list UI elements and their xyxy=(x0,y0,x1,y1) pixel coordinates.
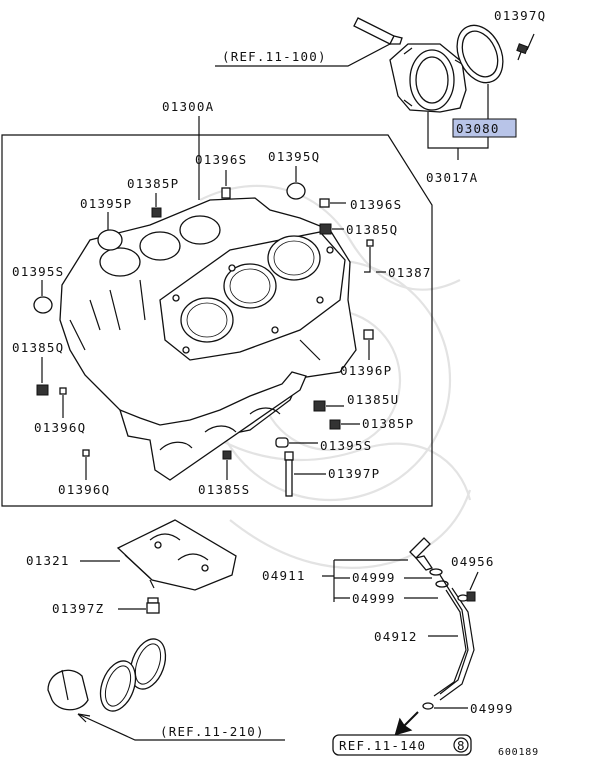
plug-01385P-top-part[interactable] xyxy=(151,207,162,218)
plug-01395Q-part[interactable] xyxy=(286,182,306,200)
part-01396P-label[interactable]: 01396P xyxy=(340,363,392,378)
plug-01385Q-left-part[interactable] xyxy=(36,384,49,396)
bolt-01397Z-part[interactable] xyxy=(146,597,160,614)
plug-01396S-right-part[interactable] xyxy=(319,198,330,208)
ref-11-100-label[interactable]: (REF.11-100) xyxy=(222,49,327,64)
ref-11-140-label[interactable]: REF.11-140 xyxy=(339,738,426,753)
part-01321-label[interactable]: 01321 xyxy=(26,553,70,568)
part-04956-label[interactable]: 04956 xyxy=(451,554,495,569)
plug-01396S-top-part[interactable] xyxy=(221,187,231,199)
ref-number-badge xyxy=(453,737,469,753)
part-01397P-label[interactable]: 01397P xyxy=(328,466,380,481)
part-01395Q-label[interactable]: 01395Q xyxy=(268,149,320,164)
part-04912-label[interactable]: 04912 xyxy=(374,629,418,644)
part-03017A-label[interactable]: 03017A xyxy=(426,170,478,185)
part-04999-b-label[interactable]: 04999 xyxy=(352,591,396,606)
bearing-shell-lower-part[interactable] xyxy=(94,656,142,716)
part-04911-label[interactable]: 04911 xyxy=(262,568,306,583)
pin-01387-part[interactable] xyxy=(366,239,374,247)
pin-01396Q-left-part[interactable] xyxy=(59,387,67,395)
part-01385Q-right-label[interactable]: 01385Q xyxy=(346,222,398,237)
o-ring-04999-c-part[interactable] xyxy=(422,702,434,710)
part-04999-a-label[interactable]: 04999 xyxy=(352,570,396,585)
ref-11-140-box[interactable] xyxy=(332,734,472,756)
part-01385S-label[interactable]: 01385S xyxy=(198,482,250,497)
part-01397Q-label[interactable]: 01397Q xyxy=(494,8,546,23)
engine-block-part[interactable] xyxy=(59,197,357,481)
part-01397Z-label[interactable]: 01397Z xyxy=(52,601,104,616)
part-01385P-right-label[interactable]: 01385P xyxy=(362,416,414,431)
bearing-shell-upper-part[interactable] xyxy=(124,634,172,694)
plug-01395S-bottom-part[interactable] xyxy=(275,437,289,448)
ref-11-210-label[interactable]: (REF.11-210) xyxy=(160,724,265,739)
plug-01385U-part[interactable] xyxy=(313,400,326,412)
part-01300A-label[interactable]: 01300A xyxy=(162,99,214,114)
sealant-tube-part[interactable] xyxy=(353,17,403,45)
part-01395S-bottom-label[interactable]: 01395S xyxy=(320,438,372,453)
part-01396Q-left-label[interactable]: 01396Q xyxy=(34,420,86,435)
plug-01396P-part[interactable] xyxy=(363,329,374,340)
part-03080-label[interactable]: 03080 xyxy=(456,121,500,136)
pin-01396Q-bottom-part[interactable] xyxy=(82,449,90,457)
ref-11-140-number: 8 xyxy=(457,738,466,753)
plug-01385Q-right-part[interactable] xyxy=(319,223,332,235)
bolt-01397Q-part[interactable] xyxy=(516,43,529,61)
part-01396S-right-label[interactable]: 01396S xyxy=(350,197,402,212)
part-01395P-label[interactable]: 01395P xyxy=(80,196,132,211)
bolt-01397P-part[interactable] xyxy=(284,451,294,497)
plug-01395S-left-part[interactable] xyxy=(33,296,53,314)
part-01385U-label[interactable]: 01385U xyxy=(347,392,399,407)
oil-seal-case-part[interactable] xyxy=(389,43,467,113)
part-01396S-top-label[interactable]: 01396S xyxy=(195,152,247,167)
bolt-04956-part[interactable] xyxy=(466,591,476,602)
thrust-bearing-part[interactable] xyxy=(47,669,89,711)
oil-level-gauge-04911-part[interactable] xyxy=(409,537,469,695)
plug-01395P-part[interactable] xyxy=(97,229,123,251)
oil-seal-ring-part[interactable] xyxy=(448,18,511,90)
engine-block-group-frame xyxy=(1,134,433,507)
plug-01385P-right-part[interactable] xyxy=(329,419,341,430)
part-03080-highlight[interactable] xyxy=(452,118,517,138)
part-04999-c-label[interactable]: 04999 xyxy=(470,701,514,716)
diagram-id-label: 600189 xyxy=(498,747,539,758)
part-01385Q-left-label[interactable]: 01385Q xyxy=(12,340,64,355)
part-01396Q-bottom-label[interactable]: 01396Q xyxy=(58,482,110,497)
part-01387-label[interactable]: 01387 xyxy=(388,265,432,280)
part-01385P-top-label[interactable]: 01385P xyxy=(127,176,179,191)
part-01395S-left-label[interactable]: 01395S xyxy=(12,264,64,279)
guide-tube-04912-part[interactable] xyxy=(433,587,475,701)
plug-01385S-part[interactable] xyxy=(222,450,232,460)
arrow-icon xyxy=(394,711,419,736)
baffle-plate-01321-part[interactable] xyxy=(116,519,237,591)
